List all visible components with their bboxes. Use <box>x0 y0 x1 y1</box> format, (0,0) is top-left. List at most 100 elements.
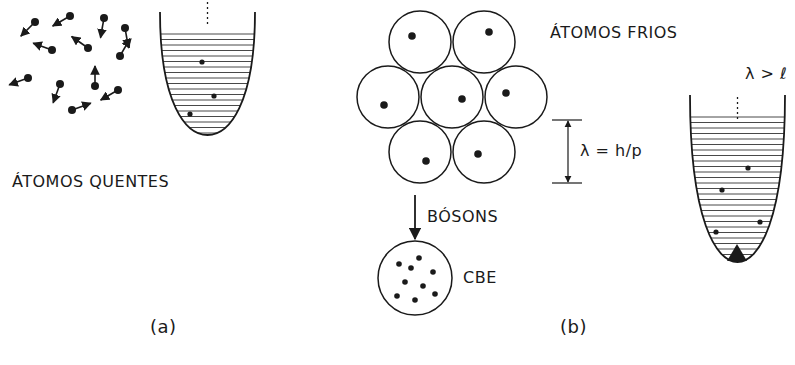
atom-dot <box>31 18 39 26</box>
hot-atoms <box>9 12 130 114</box>
energy-level <box>160 50 255 51</box>
energy-level <box>160 94 255 95</box>
well-outline <box>160 12 255 135</box>
atom-dot <box>116 52 124 60</box>
cold-atom-cluster: ÁTOMOS FRIOS <box>350 5 685 195</box>
panel-label: (b) <box>560 316 587 338</box>
panel-label: (a) <box>150 316 177 338</box>
condensate-outline <box>378 241 452 315</box>
atom-dot <box>402 279 408 285</box>
energy-level <box>160 34 255 35</box>
energy-level <box>690 122 785 123</box>
energy-level <box>160 72 255 73</box>
atom-dot <box>100 14 108 22</box>
energy-level <box>690 183 785 184</box>
energy-level <box>160 127 255 128</box>
energy-level <box>690 172 785 173</box>
energy-level <box>690 139 785 140</box>
energy-level <box>690 144 785 145</box>
cold-atom-wavepacket <box>421 66 483 128</box>
atom-dot <box>713 229 718 234</box>
arrow-connector <box>414 195 416 239</box>
atom-dot <box>84 44 92 52</box>
dimension <box>552 120 582 183</box>
potential-well <box>690 95 785 262</box>
dimension-tick <box>552 119 582 120</box>
energy-level <box>690 188 785 189</box>
energy-level <box>160 56 255 57</box>
dotted-line <box>737 97 738 120</box>
cold-atom-wavepacket <box>453 121 515 183</box>
atom-dot <box>502 89 510 97</box>
condensate-peak <box>727 244 747 261</box>
energy-level <box>690 161 785 162</box>
atom-dot <box>66 12 74 20</box>
atom-dot <box>430 269 436 275</box>
cold-atom-wavepacket <box>389 11 451 73</box>
cold-atom-wavepacket <box>485 66 547 128</box>
condition-label: λ > ℓ <box>745 64 787 83</box>
energy-level <box>690 128 785 129</box>
energy-level <box>160 122 255 123</box>
atom-dot <box>422 157 430 165</box>
atom-dot <box>380 101 388 109</box>
edge-label: BÓSONS <box>425 207 500 226</box>
atom-dot <box>485 28 493 36</box>
cold-atom-wavepacket <box>453 11 515 73</box>
energy-level <box>690 150 785 151</box>
energy-level <box>690 227 785 228</box>
atom-dot <box>396 261 402 267</box>
energy-level <box>160 89 255 90</box>
atom-dot <box>56 80 64 88</box>
atom-dot <box>757 219 762 224</box>
energy-level <box>690 210 785 211</box>
atom-dot <box>114 86 122 94</box>
atom-dot <box>416 255 422 261</box>
caption-label: ÁTOMOS QUENTES <box>12 172 169 191</box>
dotted-line <box>207 2 208 26</box>
energy-level <box>160 67 255 68</box>
condensate-circle: CBE <box>375 238 505 318</box>
energy-level <box>690 155 785 156</box>
energy-level <box>160 116 255 117</box>
atom-dot <box>121 24 129 32</box>
cold-atom-wavepacket <box>389 121 451 183</box>
atom-dot <box>408 32 416 40</box>
atom-dot <box>394 293 400 299</box>
atom-dot <box>48 46 56 54</box>
energy-level <box>690 243 785 244</box>
well-outline <box>690 95 785 262</box>
energy-level <box>690 205 785 206</box>
atom-dot <box>458 95 466 103</box>
energy-level <box>690 133 785 134</box>
node-heading: ÁTOMOS FRIOS <box>550 23 678 42</box>
energy-level <box>160 78 255 79</box>
energy-level <box>160 100 255 101</box>
dimension-tick <box>552 182 582 183</box>
atom-dot <box>68 106 76 114</box>
energy-level <box>160 39 255 40</box>
energy-level <box>160 133 255 134</box>
dimension-label: λ = h/p <box>580 141 642 160</box>
energy-level <box>690 166 785 167</box>
atom-dot <box>211 93 216 98</box>
energy-level <box>690 177 785 178</box>
atom-dot <box>420 283 426 289</box>
atom-dot <box>432 291 438 297</box>
potential-well <box>160 2 255 135</box>
atom-dot <box>745 165 750 170</box>
atom-dot <box>187 111 192 116</box>
energy-level <box>690 194 785 195</box>
energy-level <box>690 199 785 200</box>
cold-atom-wavepacket <box>357 66 419 128</box>
atom-dot <box>24 74 32 82</box>
energy-level <box>690 216 785 217</box>
node-heading: CBE <box>463 268 497 287</box>
atom-dot <box>719 187 724 192</box>
energy-level <box>160 111 255 112</box>
atom-dot <box>408 265 414 271</box>
atom-dot <box>412 297 418 303</box>
atom-dot <box>199 59 204 64</box>
energy-level <box>690 238 785 239</box>
